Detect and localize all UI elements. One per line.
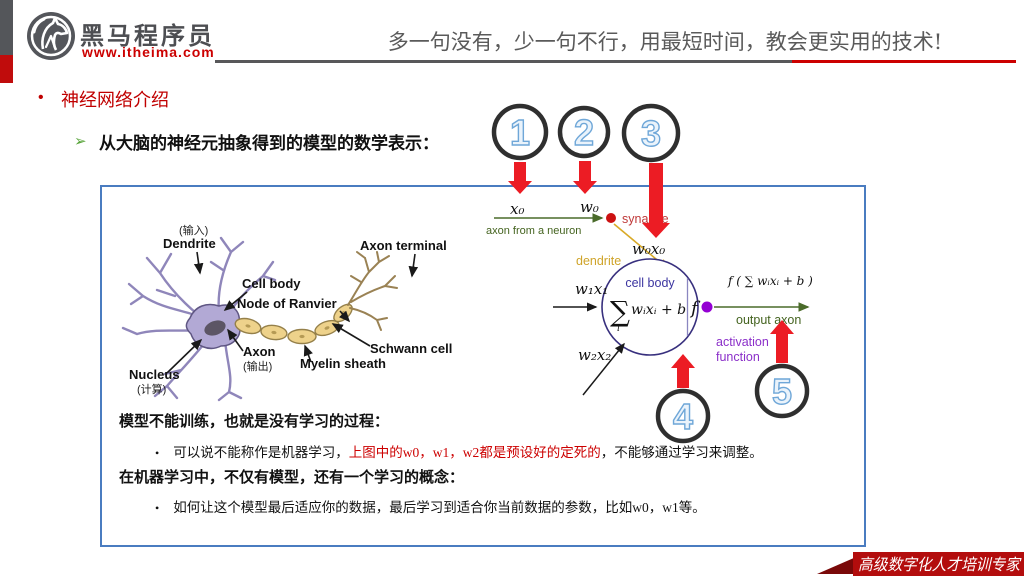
arrow-up-5 [770,320,794,363]
callout-number-2: 2 [574,112,594,153]
callout-number-4: 4 [673,396,693,437]
arrow-down-3 [642,163,670,238]
bio-cell-body-label: Cell body [242,276,301,291]
bio-input-cn-label: (输入) [179,223,208,237]
callout-circles [491,103,810,444]
callout-circle-1 [491,103,549,161]
activation-label-line1: activation [716,335,769,349]
arrow-down-1 [508,162,532,194]
activation-output-dot [701,301,713,313]
output-formula: f ( ∑ wᵢxᵢ + b ) [727,274,813,288]
callout-arrows [508,161,794,388]
note-bullet-1-glyph: • [155,446,160,460]
sum-terms: wᵢxᵢ + b [631,302,686,318]
logo-company-name: 黑马程序员 [80,23,215,50]
bio-output-cn-label: (输出) [243,359,272,373]
footer-banner-fold [817,554,863,574]
callout-number-3: 3 [641,113,661,154]
footer-banner: 高级数字化人才培训专家 [817,552,1024,576]
subtitle-text: 从大脑的神经元抽象得到的模型的数学表示： [99,134,439,153]
itheima-horse-logo-icon [27,12,75,60]
note-bullet-2-glyph: • [155,501,160,515]
neuron-cell-circle [601,258,699,356]
bio-nucleus-label: Nucleus [129,367,180,382]
callout-circle-4 [655,388,711,444]
note-bullet-2: • 如何让这个模型最后适应你的数据，最后学习到适合你当前数据的参数，比如w0，w1… [155,496,706,516]
left-accent-gray-bar [0,0,13,55]
synapse-dot [606,213,616,223]
callout-number-1: 1 [510,112,530,153]
w1x1-label: w₁x₁ [575,280,608,298]
myelin-segments [234,303,353,345]
subtitle-arrow-bullet: ➢ [74,133,87,150]
w2x2-arrow [582,342,625,396]
nucleus-shape [204,320,226,336]
note-bullet-1: • 可以说不能称作是机器学习，上图中的w0，w1，w2都是预设好的定死的，不能够通… [155,441,763,461]
bio-axon-terminal-label: Axon terminal [360,238,447,253]
bio-dendrite-label: Dendrite [163,236,216,251]
footer-banner-text: 高级数字化人才培训专家 [858,556,1022,574]
axon-terminal-branches [347,251,398,331]
header-rule-gray [215,60,792,63]
logo-website-url: www.itheima.com [82,44,215,60]
arrow-down-2 [573,161,597,194]
biological-neuron-diagram: (输入) Dendrite Cell body Node of Ranvier … [121,223,452,402]
bio-myelin-sheath-label: Myelin sheath [300,356,386,371]
bio-compute-cn-label: (计算) [137,382,166,396]
note-bullet-1-red: 上图中的w0，w1，w2都是预设好的定死的 [348,445,601,460]
callout-circle-3 [621,103,681,163]
bio-node-of-ranvier-label: Node of Ranvier [237,296,337,311]
x0-label: x₀ [510,200,524,218]
header-slogan: 多一句没有，少一句不行，用最短时间，教会更实用的技术! [387,30,943,54]
dendrite-label: dendrite [576,254,621,268]
w0-label: w₀ [580,198,599,216]
note-heading-2: 在机器学习中，不仅有模型，还有一个学习的概念： [119,469,465,486]
bio-leader-lines [166,251,419,374]
bio-schwann-cell-label: Schwann cell [370,341,452,356]
left-accent-red-block [0,55,13,83]
page-title: 神经网络介绍 [61,90,169,111]
axon-from-neuron-label: axon from a neuron [486,225,581,237]
math-neuron-diagram: x₀ w₀ axon from a neuron synapse w₀x₀ de… [486,198,813,396]
header-rule-red [792,60,1016,63]
footer-banner-body [853,552,1024,576]
cell-body-label: cell body [625,276,675,290]
note-bullet-1-pre: 可以说不能称作是机器学习， [173,445,349,460]
sum-subscript: i [617,324,620,334]
w2x2-label: w₂x₂ [578,346,611,364]
callout-circle-2 [557,105,611,159]
w0x0-label: w₀x₀ [632,240,665,258]
sum-sigma: ∑ [610,295,630,328]
callout-circle-5 [754,363,810,419]
output-axon-label: output axon [736,313,801,327]
note-bullet-1-post: ，不能够通过学习来调整。 [600,445,763,460]
callout-overlay: 1 2 3 4 5 [491,103,810,444]
callout-numbers: 1 2 3 4 5 [509,111,792,437]
note-heading-1: 模型不能训练，也就是没有学习的过程： [119,413,390,430]
callout-number-5: 5 [772,371,792,412]
activation-label-line2: function [716,350,760,364]
title-bullet: • [38,89,44,106]
bio-axon-label: Axon [243,344,276,359]
note-bullet-2-text: 如何让这个模型最后适应你的数据，最后学习到适合你当前数据的参数，比如w0，w1等… [173,500,706,515]
arrow-up-4 [671,354,695,388]
